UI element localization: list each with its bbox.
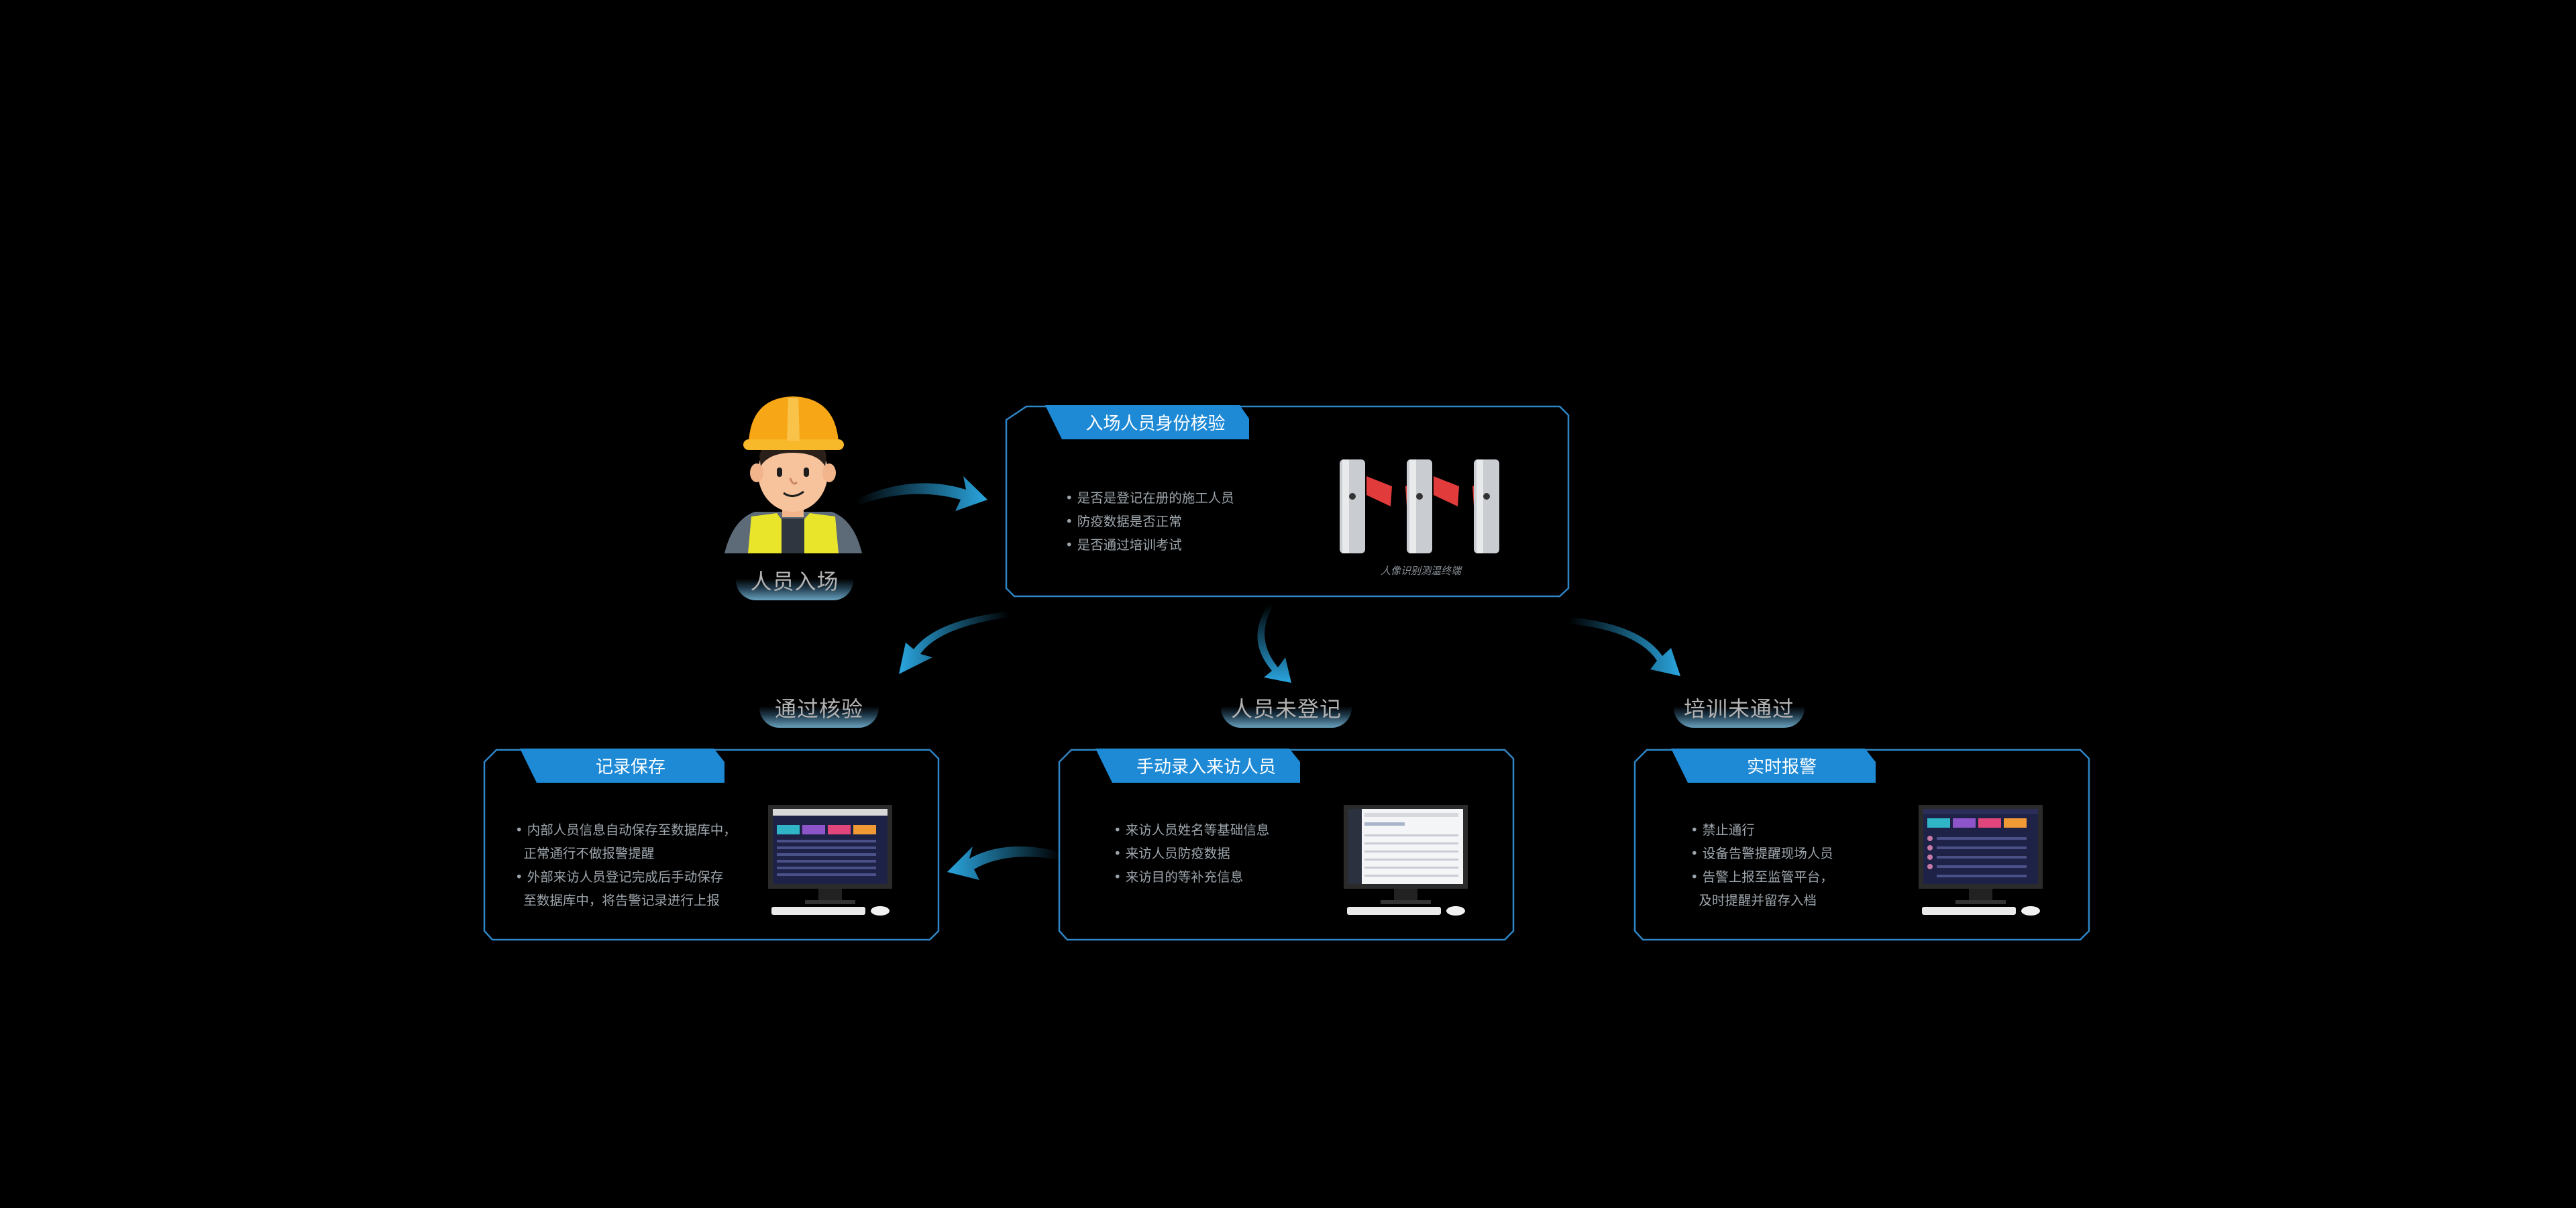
list-item: • 禁止通行	[1690, 822, 1755, 838]
list-item: • 是否是登记在册的施工人员	[1065, 490, 1234, 506]
list-item: 及时提醒并留存入档	[1699, 893, 1817, 908]
manual-title: 手动录入来访人员	[1112, 749, 1300, 782]
list-item: • 内部人员信息自动保存至数据库中，	[515, 822, 737, 838]
record-title: 记录保存	[537, 749, 724, 782]
pill-pass: 通过核验	[759, 688, 879, 728]
pill-unregistered-label: 人员未登记	[1230, 696, 1342, 722]
arrow-verify-to-unregistered	[1257, 604, 1291, 683]
arrow-manual-to-record	[947, 846, 1060, 880]
turnstile-caption: 人像识别测温终端	[1381, 565, 1462, 577]
verify-list: • 是否是登记在册的施工人员 • 防疫数据是否正常 • 是否通过培训考试	[1065, 486, 1234, 557]
list-item: • 外部来访人员登记完成后手动保存	[515, 869, 724, 885]
pill-enter: 人员入场	[736, 560, 853, 600]
list-item: • 设备告警提醒现场人员	[1690, 846, 1833, 861]
alarm-title-label: 实时报警	[1746, 757, 1817, 777]
list-item: • 是否通过培训考试	[1065, 537, 1182, 553]
monitor-image	[765, 805, 896, 919]
list-item: 正常通行不做报警提醒	[523, 846, 655, 861]
alarm-title-tag-shape	[1671, 749, 1876, 783]
verify-title: 入场人员身份核验	[1063, 405, 1248, 439]
manual-title-tag-shape	[1095, 749, 1300, 783]
pill-pass-label: 通过核验	[774, 696, 863, 722]
list-item: • 来访人员防疫数据	[1114, 846, 1230, 861]
list-item: • 来访人员姓名等基础信息	[1114, 822, 1270, 838]
list-item: • 来访目的等补充信息	[1114, 869, 1244, 885]
worker-icon	[724, 392, 862, 553]
record-list: • 内部人员信息自动保存至数据库中， 正常通行不做报警提醒 • 外部来访人员登记…	[515, 818, 737, 912]
list-item: 至数据库中，将告警记录进行上报	[523, 893, 720, 908]
verify-title-label: 入场人员身份核验	[1085, 413, 1226, 434]
monitor-image	[1915, 805, 2046, 919]
arrow-verify-to-training-fail	[1568, 617, 1680, 676]
arrow-enter-to-verify	[855, 476, 987, 511]
pill-training-fail-label: 培训未通过	[1683, 696, 1794, 722]
pill-unregistered: 人员未登记	[1221, 688, 1352, 728]
alarm-title: 实时报警	[1688, 749, 1876, 782]
alarm-list: • 禁止通行 • 设备告警提醒现场人员 • 告警上报至监管平台， 及时提醒并留存…	[1690, 818, 1833, 912]
manual-title-label: 手动录入来访人员	[1136, 757, 1276, 777]
record-title-tag-shape	[520, 749, 724, 783]
turnstile-image	[1338, 456, 1506, 557]
pill-training-fail: 培训未通过	[1674, 688, 1805, 728]
arrow-verify-to-pass	[899, 612, 1010, 674]
manual-list: • 来访人员姓名等基础信息 • 来访人员防疫数据 • 来访目的等补充信息	[1114, 818, 1269, 889]
record-title-label: 记录保存	[595, 757, 665, 777]
monitor-image	[1340, 805, 1471, 919]
list-item: • 告警上报至监管平台，	[1690, 869, 1833, 885]
pill-enter-label: 人员入场	[750, 569, 839, 594]
verify-title-tag-shape	[1045, 405, 1249, 439]
list-item: • 防疫数据是否正常	[1065, 514, 1182, 529]
